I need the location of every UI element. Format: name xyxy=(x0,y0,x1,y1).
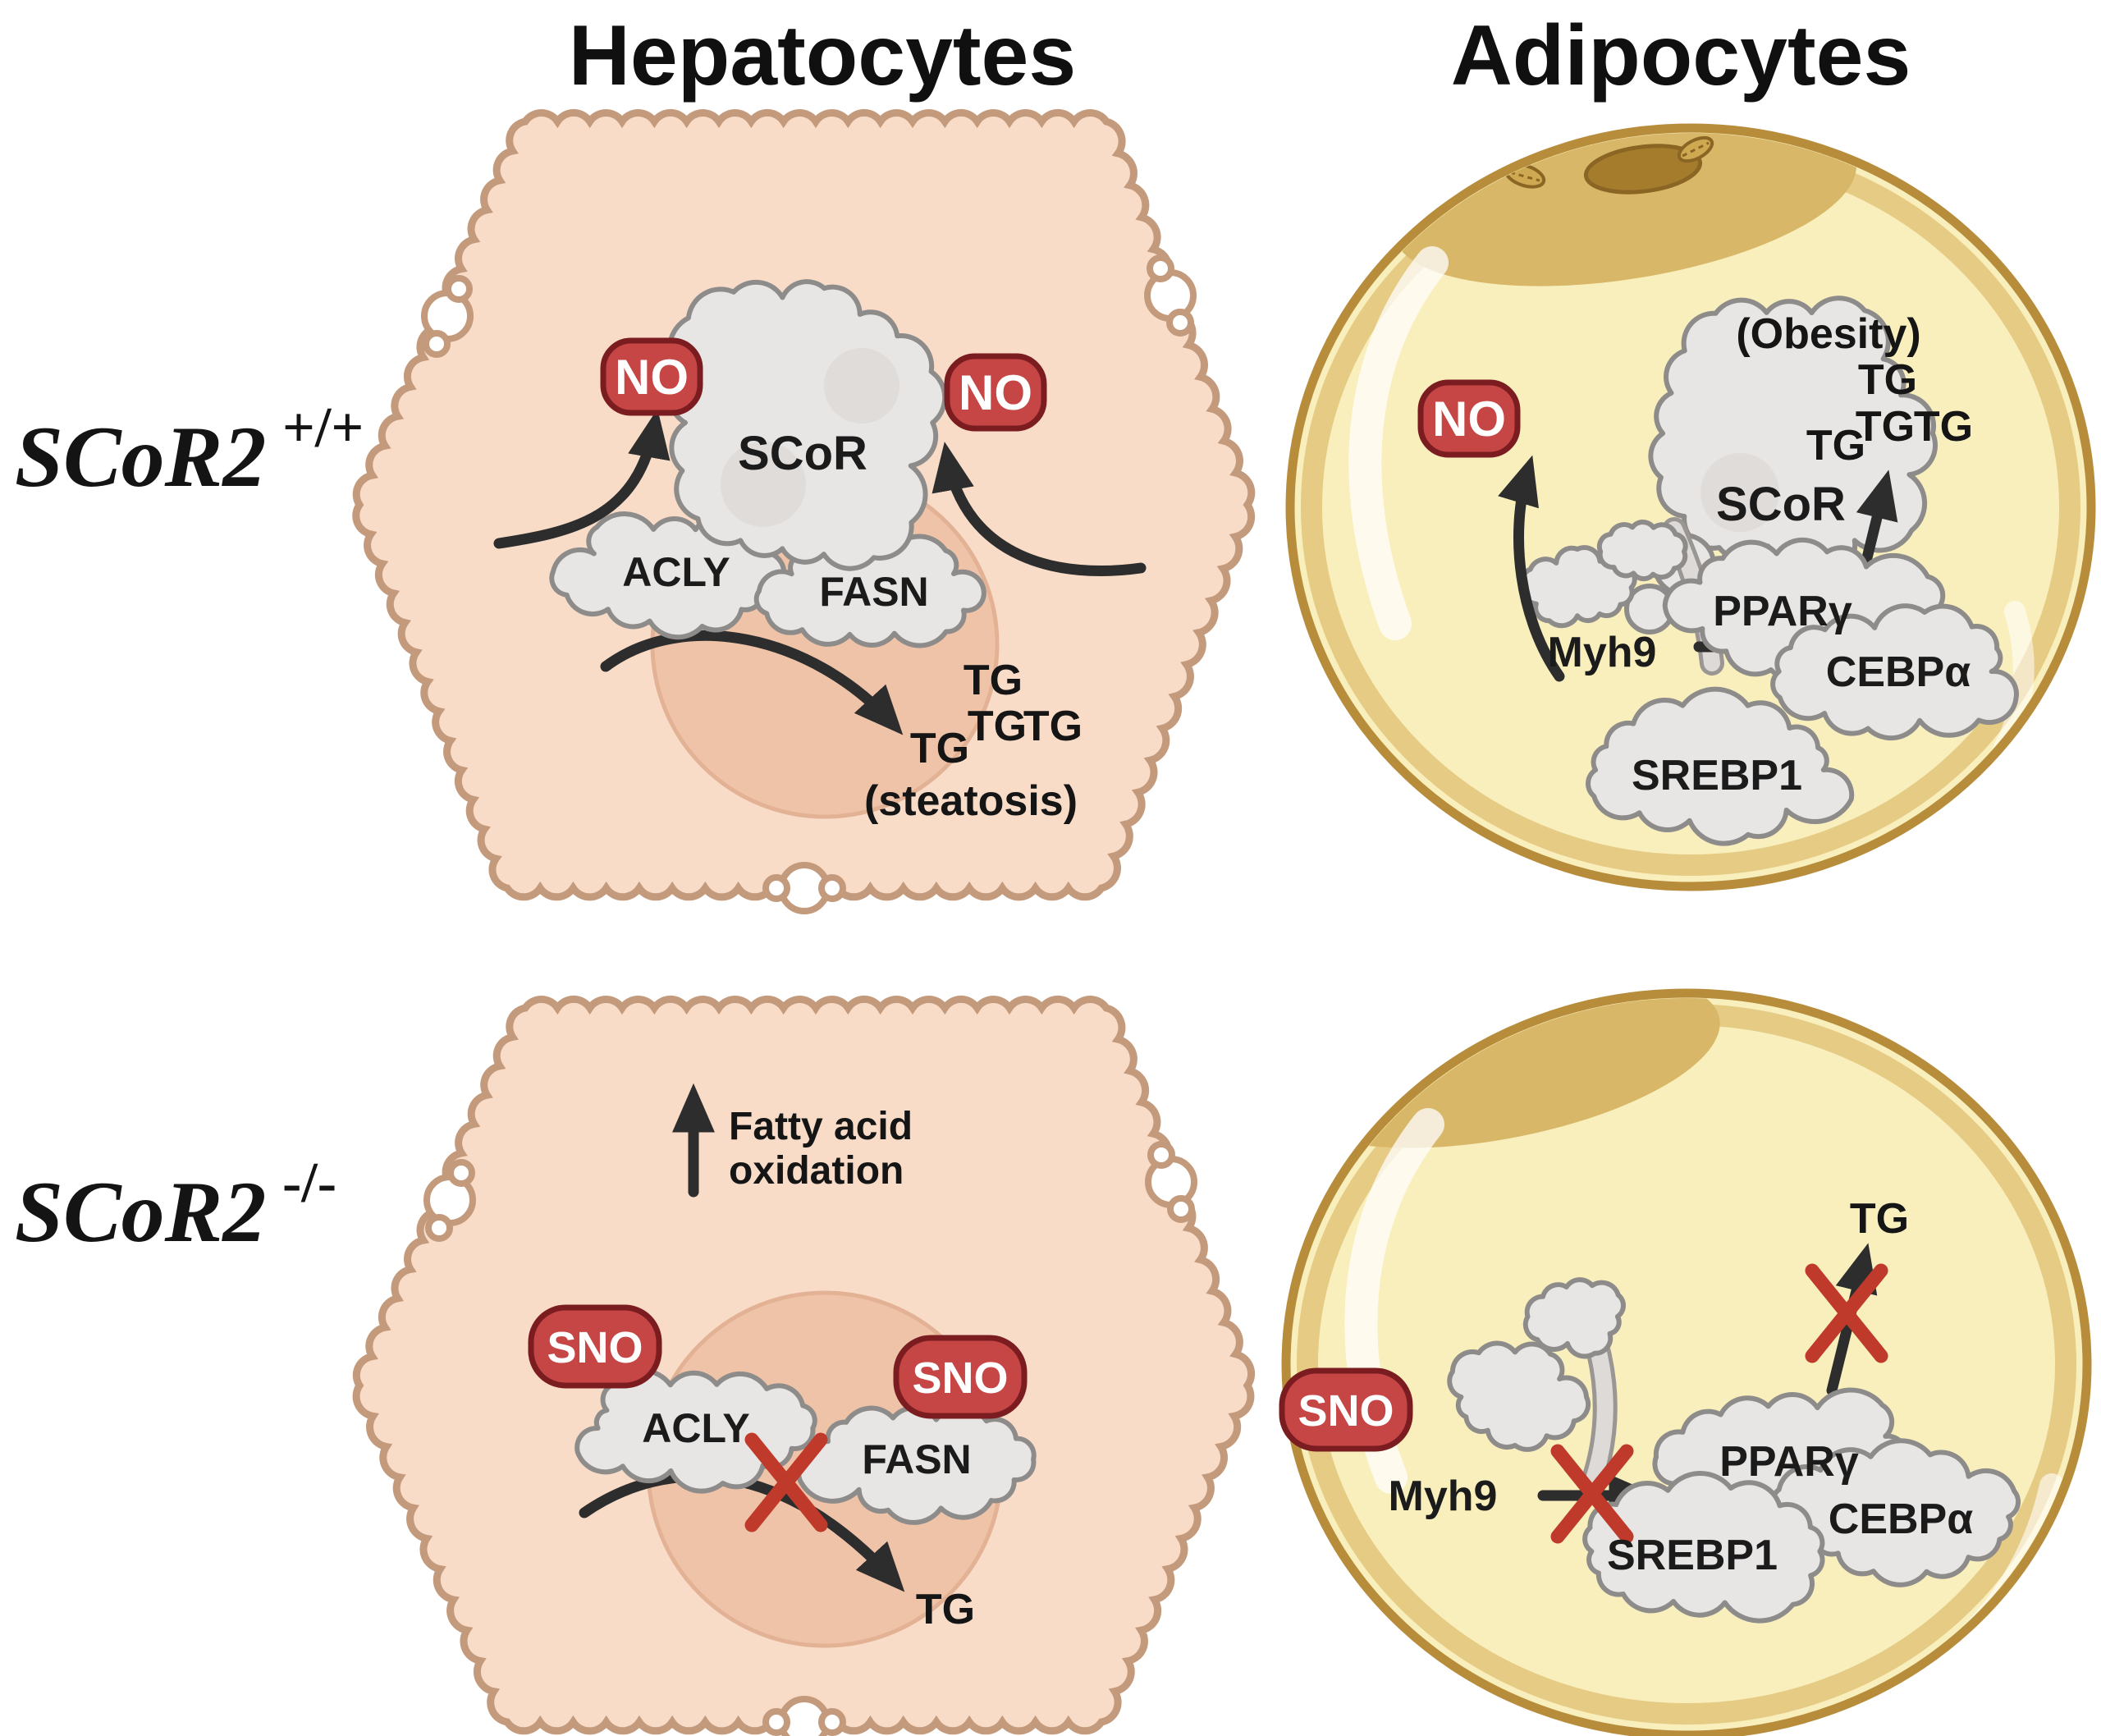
triglyceride-cluster: (Obesity) TG TG TG TG xyxy=(1736,310,1973,469)
no-badge-label: NO xyxy=(959,365,1032,420)
srebp1-cloud-label: SREBP1 xyxy=(1607,1532,1778,1579)
fatty-acid-label-line2: oxidation xyxy=(729,1149,904,1193)
inhibition-x-icon xyxy=(1805,1263,1888,1363)
srebp1-cloud-label: SREBP1 xyxy=(1632,752,1802,799)
cebpa-cloud-label: CEBPα xyxy=(1829,1496,1973,1543)
genotype-superscript: +/+ xyxy=(282,396,364,460)
membrane-notch-icon xyxy=(423,1159,476,1242)
cebpa-cloud-label: CEBPα xyxy=(1826,648,1971,696)
membrane-notch-icon xyxy=(762,1696,846,1736)
cloud-shading xyxy=(824,348,899,424)
panel-adipocyte-wt: NO SCoR Myh9 PPARγ CEBPα SREBP1 (Obesity… xyxy=(1285,123,2096,891)
membrane-notch-icon xyxy=(762,862,846,914)
row-label-scor2-wt: SCoR2 +/+ xyxy=(15,396,364,505)
adipocyte-nucleus xyxy=(1583,144,1703,195)
tg-label: TG xyxy=(964,657,1023,704)
pparg-cloud-label: PPARγ xyxy=(1719,1438,1859,1486)
column-header-adipocytes: Adipocytes xyxy=(1451,8,1911,103)
tg-label: TG xyxy=(1806,422,1865,469)
panel-hepatocyte-ko: Fatty acid oxidation SNO SNO ACLY FASN T… xyxy=(352,995,1256,1736)
membrane-notch-icon xyxy=(1145,1141,1197,1223)
gene-label: SCoR2 xyxy=(15,409,266,505)
tg-label: TG xyxy=(1858,356,1917,404)
srebp1-protein-cloud xyxy=(1586,686,1855,846)
panel-adipocyte-ko: SNO Myh9 PPARγ CEBPα SREBP1 TG xyxy=(1279,988,2092,1736)
tg-label: TG xyxy=(1023,703,1083,750)
sno-badge: SNO xyxy=(1279,1367,1413,1452)
sno-badge: SNO xyxy=(893,1335,1028,1419)
panel-hepatocyte-wt: NO NO SCoR ACLY FASN TG TG TG TG (steato… xyxy=(352,108,1256,914)
acly-cloud-label: ACLY xyxy=(642,1405,750,1451)
scor-cloud-label: SCoR xyxy=(1716,478,1846,531)
sno-badge-label: SNO xyxy=(912,1354,1008,1403)
inhibition-x-icon xyxy=(744,1432,828,1532)
cloud-shading xyxy=(721,442,806,527)
acly-cloud-label: ACLY xyxy=(622,549,730,595)
no-badge-label: NO xyxy=(1432,392,1506,447)
tg-label: TG xyxy=(916,1586,975,1633)
fasn-cloud-label: FASN xyxy=(819,569,928,615)
no-badge: NO xyxy=(1417,379,1521,458)
no-release-arrow xyxy=(1498,455,1565,682)
myh9-label: Myh9 xyxy=(1548,629,1657,676)
genotype-superscript: -/- xyxy=(282,1152,336,1215)
srebp1-protein-cloud xyxy=(1582,1471,1825,1624)
cebpa-protein-cloud xyxy=(1770,603,2019,741)
scor-cloud-label: SCoR xyxy=(738,427,867,480)
no-release-arrow xyxy=(493,409,671,549)
acly-protein-cloud xyxy=(574,1367,817,1494)
tg-label: TG xyxy=(910,725,969,772)
fasn-cloud-label: FASN xyxy=(862,1436,971,1482)
myh9-myosin-shape xyxy=(1447,1277,1626,1491)
inhibition-x-icon xyxy=(1550,1444,1634,1544)
no-badge: NO xyxy=(944,353,1047,432)
obesity-label: (Obesity) xyxy=(1736,310,1920,358)
tg-label: TG xyxy=(1856,403,1915,451)
no-badge: NO xyxy=(600,337,703,416)
cloud-shading xyxy=(1700,453,1779,532)
sno-badge: SNO xyxy=(528,1304,662,1389)
myh9-label: Myh9 xyxy=(1389,1473,1498,1520)
steatosis-label: (steatosis) xyxy=(864,777,1078,825)
membrane-notch-icon xyxy=(1144,254,1197,337)
adipocyte-cell-membrane xyxy=(1281,988,2092,1736)
sno-badge-label: SNO xyxy=(1298,1386,1394,1436)
gene-label: SCoR2 xyxy=(15,1164,266,1260)
tg-label: TG xyxy=(1914,403,1973,451)
triglyceride-cluster: TG TG TG TG (steatosis) xyxy=(864,657,1083,825)
membrane-notch-icon xyxy=(421,275,474,358)
column-header-hepatocytes: Hepatocytes xyxy=(569,8,1076,103)
tg-label: TG xyxy=(968,703,1027,750)
mitochondrion-icon xyxy=(1677,135,1714,163)
row-label-scor2-ko: SCoR2 -/- xyxy=(15,1152,336,1260)
pparg-cloud-label: PPARγ xyxy=(1713,588,1852,635)
cell-highlight xyxy=(1348,246,1449,640)
sno-badge-label: SNO xyxy=(547,1323,643,1372)
fatty-acid-label-line1: Fatty acid xyxy=(729,1105,913,1148)
mitochondrion-icon xyxy=(1343,1024,1382,1048)
tg-label: TG xyxy=(1850,1195,1909,1243)
no-badge-label: NO xyxy=(615,350,689,405)
lipogenesis-arrow xyxy=(600,630,904,735)
no-release-arrow xyxy=(931,442,1147,577)
